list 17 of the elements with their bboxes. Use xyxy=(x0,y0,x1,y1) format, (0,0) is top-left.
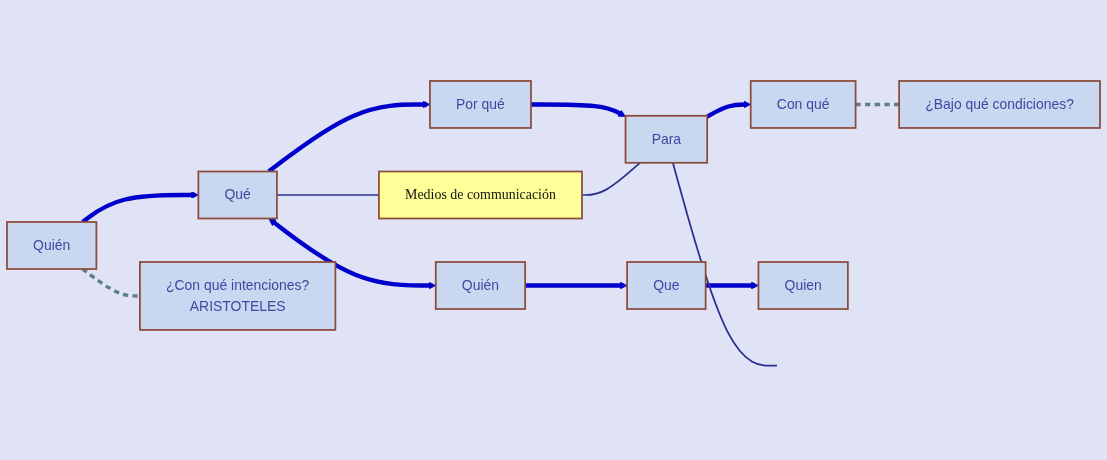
node-box: Por qué xyxy=(429,80,532,129)
connector xyxy=(855,102,900,107)
node-box: Quién xyxy=(6,221,98,271)
node-box: Con qué xyxy=(749,80,857,129)
node-box: Medios de communicación xyxy=(378,170,583,220)
node-box: Que xyxy=(626,261,707,311)
arrow xyxy=(81,191,199,224)
node-box: ¿Bajo qué condiciones? xyxy=(898,80,1101,129)
connector xyxy=(672,162,778,367)
node-box: Qué xyxy=(197,170,278,220)
node-box: Quién xyxy=(434,261,527,311)
node-box: Quien xyxy=(757,261,849,311)
node-box: ¿Con qué intenciones? ARISTOTELES xyxy=(139,261,337,331)
arrow xyxy=(530,102,626,118)
arrow xyxy=(705,281,759,290)
arrow xyxy=(525,281,628,290)
node-box: Para xyxy=(624,115,709,164)
